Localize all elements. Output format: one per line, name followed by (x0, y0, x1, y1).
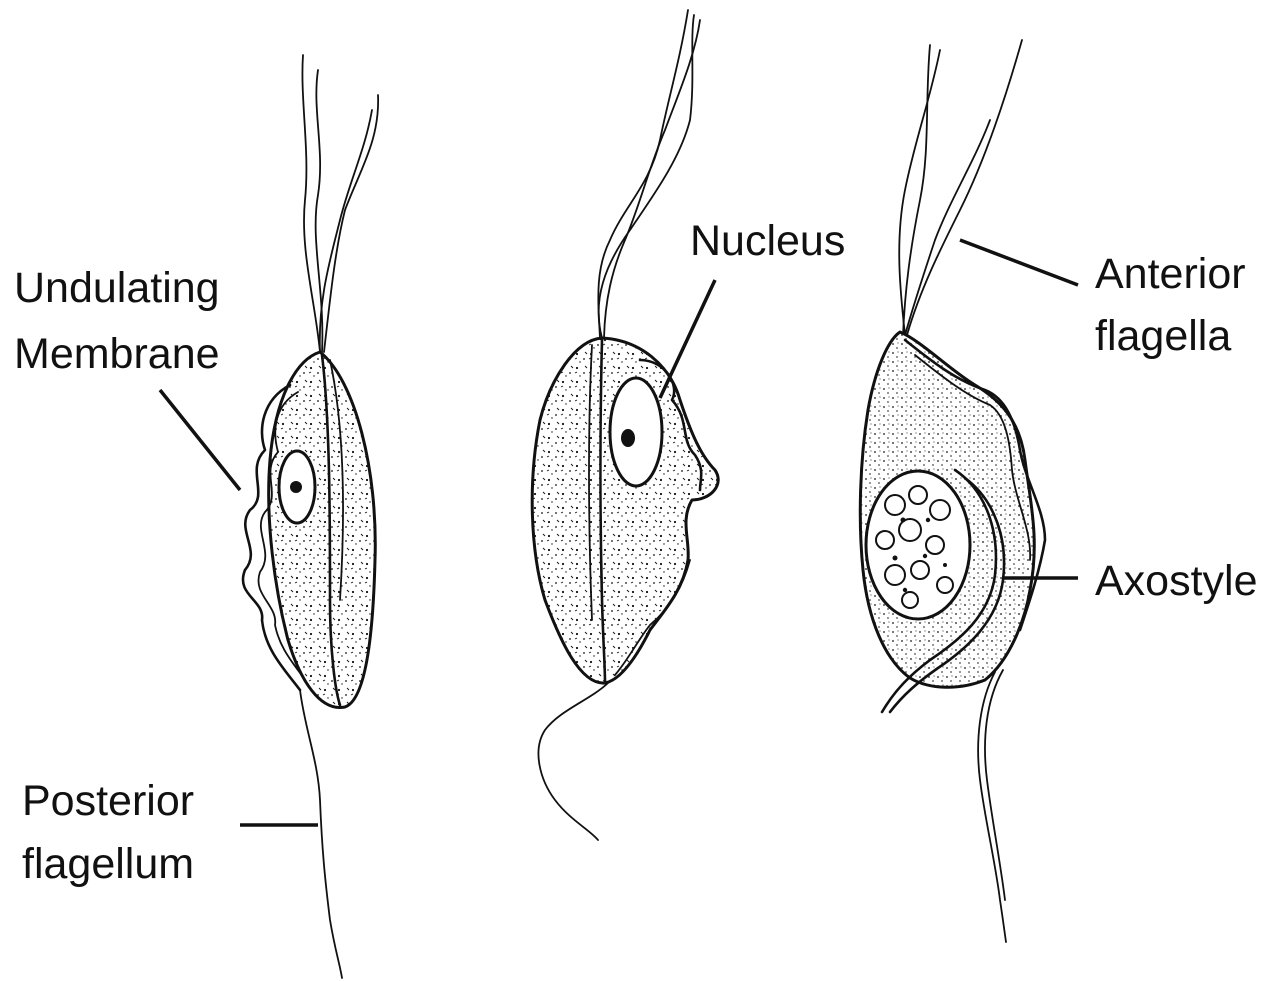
label-posterior-flagellum-line1: Posterior (22, 777, 194, 825)
leader-nucleus (660, 280, 715, 398)
organism-left-anterior-flagellum (324, 95, 378, 352)
leader-anterior-flagella (960, 240, 1078, 285)
organism-middle-anterior-flagellum (604, 20, 700, 338)
organism-middle-nucleus (610, 378, 662, 486)
label-axostyle: Axostyle (1095, 557, 1258, 605)
organism-right-anterior-flagellum (907, 40, 1022, 335)
organism-middle-posterior-flagellum (538, 683, 608, 840)
organism-right-posterior-flagellum (978, 672, 1006, 942)
organism-right-anterior-flagellum (903, 45, 930, 335)
label-anterior-flagella-line1: Anterior (1095, 250, 1246, 298)
organism-middle (532, 10, 718, 840)
label-nucleus: Nucleus (690, 217, 845, 265)
organism-right (860, 40, 1045, 942)
organism-left-posterior-flagellum (300, 690, 342, 978)
organism-middle-anterior-flagellum (598, 10, 688, 338)
organism-left (243, 55, 378, 978)
label-undulating-membrane-line2: Membrane (14, 330, 220, 378)
label-undulating-membrane-line1: Undulating (14, 264, 220, 312)
label-posterior-flagellum-line2: flagellum (22, 840, 194, 888)
leader-undulating-membrane (160, 390, 240, 490)
label-anterior-flagella-line2: flagella (1095, 312, 1231, 360)
